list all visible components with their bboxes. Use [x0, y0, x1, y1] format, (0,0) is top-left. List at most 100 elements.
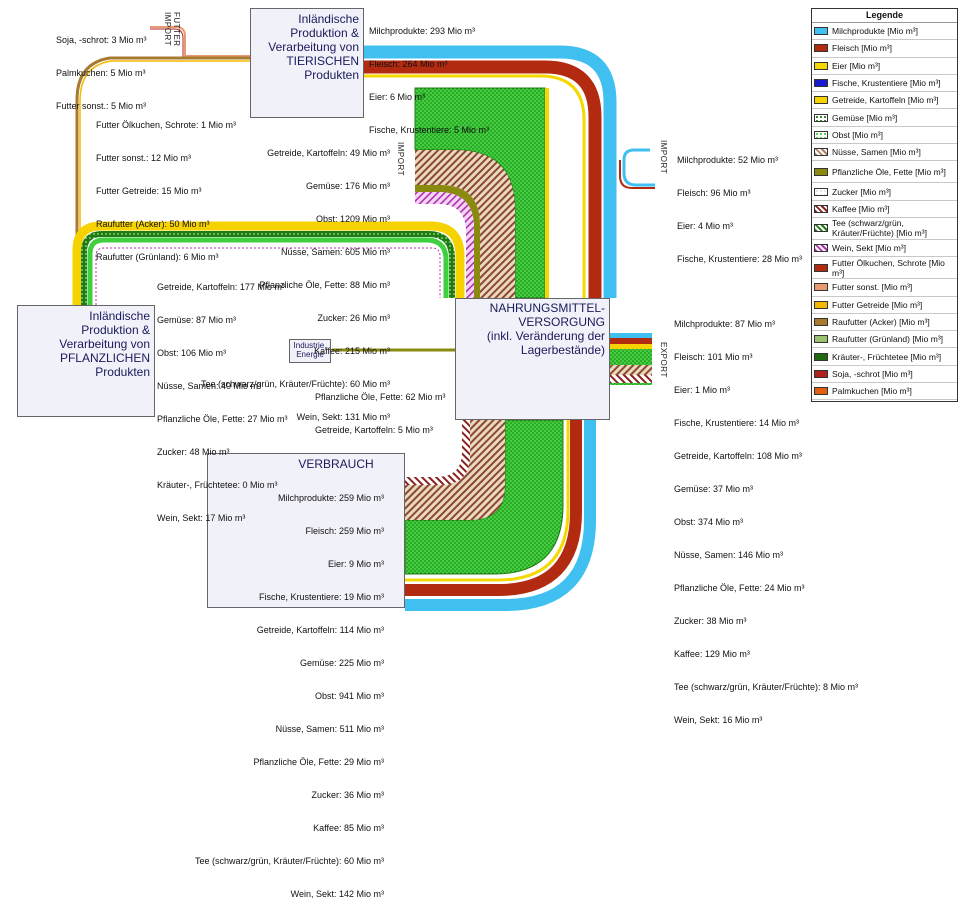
legend-label: Kräuter-, Früchtetee [Mio m³] — [832, 351, 942, 362]
label-line: Getreide, Kartoffeln: 114 Mio m³ — [256, 625, 384, 635]
label-line: Pflanzliche Öle, Fette: 29 Mio m³ — [253, 757, 384, 767]
label-line: Milchprodukte: 293 Mio m³ — [369, 26, 476, 36]
labels-industrie: Pflanzliche Öle, Fette: 62 Mio m³ Getrei… — [315, 370, 446, 447]
label-line: Zucker: 38 Mio m³ — [674, 616, 747, 626]
legend-item: Fische, Krustentiere [Mio m³] — [812, 75, 957, 93]
legend-item: Pflanzliche Öle, Fette [Mio m³] — [812, 161, 957, 184]
legend-item: Gemüse [Mio m³] — [812, 109, 957, 127]
legend-label: Futter Getreide [Mio m³] — [832, 299, 923, 310]
label-line: Zucker: 36 Mio m³ — [311, 790, 384, 800]
labels-tierisch-out: Milchprodukte: 293 Mio m³ Fleisch: 264 M… — [369, 4, 489, 147]
legend-swatch — [814, 148, 828, 157]
legend-label: Getreide, Kartoffeln [Mio m³] — [832, 95, 939, 106]
label-line: Soja, -schrot: 3 Mio m³ — [56, 35, 147, 45]
label-line: Fische, Krustentiere: 28 Mio m³ — [677, 254, 803, 264]
label-line: Nüsse, Samen: 605 Mio m³ — [280, 247, 390, 257]
legend-swatch — [814, 130, 828, 139]
flow-import-eier-band — [545, 88, 549, 298]
node-tierisch: Inländische Produktion & Verarbeitung vo… — [250, 8, 364, 118]
labels-futter-import: Soja, -schrot: 3 Mio m³ Palmkuchen: 5 Mi… — [56, 13, 147, 123]
legend-item: Kräuter-, Früchtetee [Mio m³] — [812, 348, 957, 366]
flow-export-nuesse — [610, 365, 652, 375]
legend-label: Kaffee [Mio m³] — [832, 203, 890, 214]
label-line: Wein, Sekt: 16 Mio m³ — [674, 715, 763, 725]
flow-verbrauch-kaffee — [405, 420, 470, 485]
legend-label: Fleisch [Mio m³] — [832, 43, 892, 54]
legend-swatch — [814, 387, 828, 396]
legend-swatch — [814, 369, 828, 378]
label-line: Getreide, Kartoffeln: 5 Mio m³ — [315, 425, 433, 435]
label-line: Gemüse: 176 Mio m³ — [305, 181, 390, 191]
flow-fleisch — [364, 60, 602, 298]
label-line: Zucker: 48 Mio m³ — [157, 447, 230, 457]
legend: Legende Milchprodukte [Mio m³]Fleisch [M… — [811, 8, 958, 402]
node-industrie-title: Industrie, Energie — [293, 341, 327, 359]
legend-item: Fleisch [Mio m³] — [812, 40, 957, 58]
legend-swatch — [814, 96, 828, 105]
label-line: Kaffee: 129 Mio m³ — [674, 649, 750, 659]
legend-item: Wein, Sekt [Mio m³] — [812, 240, 957, 258]
label-line: Obst: 374 Mio m³ — [674, 517, 744, 527]
flow-futter-import — [150, 26, 250, 57]
label-line: Gemüse: 87 Mio m³ — [157, 315, 237, 325]
label-line: Getreide, Kartoffeln: 49 Mio m³ — [267, 148, 390, 158]
label-line: Tee (schwarz/grün, Kräuter/Früchte): 60 … — [200, 379, 390, 389]
legend-label: Tee (schwarz/grün, Kräuter/Früchte) [Mio… — [832, 218, 927, 239]
legend-item: Obst [Mio m³] — [812, 127, 957, 145]
flow-eier — [364, 74, 586, 298]
legend-item: Zucker [Mio m³] — [812, 183, 957, 201]
flow-futter-inland — [75, 56, 250, 305]
label-line: Pflanzliche Öle, Fette: 24 Mio m³ — [674, 583, 805, 593]
label-line: Raufutter (Grünland): 6 Mio m³ — [96, 252, 219, 262]
legend-swatch — [814, 113, 828, 122]
label-line: Obst: 106 Mio m³ — [157, 348, 227, 358]
legend-swatch — [814, 79, 828, 88]
node-verbrauch-title: VERBRAUCH — [298, 457, 374, 471]
label-line: Kaffee: 85 Mio m³ — [313, 823, 384, 833]
sankey-flows — [72, 26, 655, 611]
label-line: Pflanzliche Öle, Fette: 62 Mio m³ — [315, 392, 446, 402]
legend-label: Milchprodukte [Mio m³] — [832, 26, 918, 37]
label-line: Fleisch: 101 Mio m³ — [674, 352, 753, 362]
label-line: Fleisch: 264 Mio m³ — [369, 59, 448, 69]
label-import-pflanzlich: IMPORT — [396, 142, 405, 176]
node-versorgung-title: NAHRUNGSMITTEL- VERSORGUNG (inkl. Veränd… — [486, 301, 605, 357]
legend-swatch — [814, 335, 828, 344]
label-line: Futter Getreide: 15 Mio m³ — [96, 186, 202, 196]
legend-label: Pflanzliche Öle, Fette [Mio m³] — [832, 166, 946, 177]
label-line: Fische, Krustentiere: 14 Mio m³ — [674, 418, 800, 428]
legend-swatch — [814, 300, 828, 309]
flow-verbrauch-eier — [405, 420, 570, 582]
label-line: Wein, Sekt: 131 Mio m³ — [296, 412, 390, 422]
legend-item: Futter sonst. [Mio m³] — [812, 279, 957, 297]
label-line: Getreide, Kartoffeln: 177 Mio m³ — [157, 282, 285, 292]
legend-items: Milchprodukte [Mio m³]Fleisch [Mio m³]Ei… — [812, 23, 957, 401]
label-line: Nüsse, Samen: 146 Mio m³ — [674, 550, 784, 560]
legend-label: Obst [Mio m³] — [832, 129, 884, 140]
label-line: Eier: 1 Mio m³ — [674, 385, 731, 395]
legend-swatch — [814, 352, 828, 361]
legend-swatch — [814, 263, 828, 272]
legend-item: Soja, -schrot [Mio m³] — [812, 366, 957, 384]
labels-pflanzlich-out: Getreide, Kartoffeln: 177 Mio m³ Gemüse:… — [157, 260, 288, 535]
labels-import-tierisch: Milchprodukte: 52 Mio m³ Fleisch: 96 Mio… — [677, 133, 802, 276]
flow-import-nuesse — [415, 150, 515, 298]
label-line: Gemüse: 37 Mio m³ — [674, 484, 754, 494]
flow-verbrauch-nuesse — [405, 420, 505, 520]
label-line: Obst: 941 Mio m³ — [314, 691, 384, 701]
legend-swatch — [814, 167, 828, 176]
legend-item: Nüsse, Samen [Mio m³] — [812, 144, 957, 162]
label-line: Obst: 1209 Mio m³ — [315, 214, 390, 224]
legend-label: Wein, Sekt [Mio m³] — [832, 243, 906, 254]
legend-label: Zucker [Mio m³] — [832, 186, 892, 197]
flow-import-wein — [415, 192, 474, 298]
legend-label: Futter sonst. [Mio m³] — [832, 282, 913, 293]
legend-label: Raufutter (Acker) [Mio m³] — [832, 317, 930, 327]
legend-item: Raufutter (Grünland) [Mio m³] — [812, 331, 957, 349]
label-line: Nüsse, Samen: 40 Mio m³ — [157, 381, 262, 391]
flow-verbrauch-fleisch — [405, 420, 582, 596]
flow-import-tierisch — [622, 148, 655, 187]
legend-swatch — [814, 187, 828, 196]
node-industrie: Industrie, Energie — [289, 339, 331, 363]
flow-milch — [364, 45, 617, 298]
